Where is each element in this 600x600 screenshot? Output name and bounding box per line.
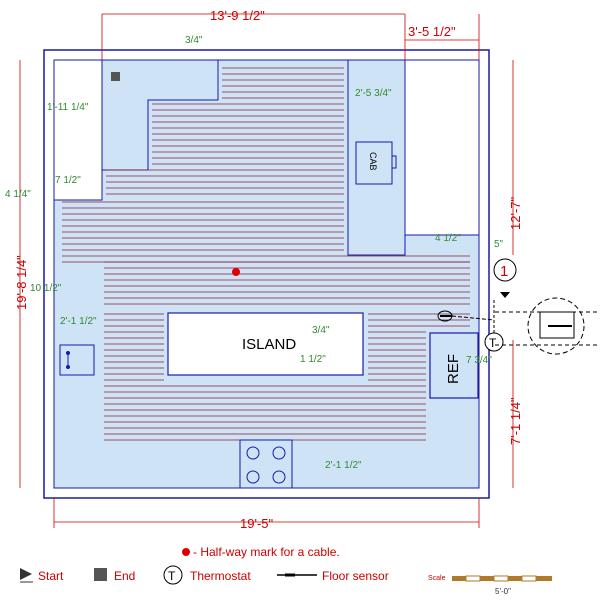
sink-outline xyxy=(59,344,95,376)
dim-top-right: 3'-5 1/2" xyxy=(408,24,456,39)
note-10: 3/4" xyxy=(312,325,330,336)
island-label: ISLAND xyxy=(242,336,296,353)
note-11: 1 1/2" xyxy=(300,354,326,365)
stove xyxy=(239,439,293,489)
note-1: 3/4" xyxy=(185,35,203,46)
dim-right-top: 12'-7" xyxy=(508,196,523,230)
cabinet-label: CAB xyxy=(368,152,378,171)
heating-cable xyxy=(62,67,470,441)
note-13: 2'-1 1/2" xyxy=(325,460,362,471)
sensor-detail-callout xyxy=(495,297,598,355)
refrigerator-label: REF xyxy=(445,354,462,384)
dim-left-total: 19'-8 1/4" xyxy=(14,255,29,310)
note-4: 7 1/2" xyxy=(55,175,81,186)
scale-bar xyxy=(452,575,552,582)
note-3: 1'-11 1/4" xyxy=(47,102,89,113)
note-6: 4 1/2" xyxy=(435,233,461,244)
scale-label: Scale xyxy=(428,575,446,582)
end-icon xyxy=(94,568,107,581)
start-icon xyxy=(20,568,32,580)
thermostat-symbol: T xyxy=(489,336,497,350)
section-marker-number: 1 xyxy=(500,263,508,280)
legend-thermostat: Thermostat xyxy=(190,569,251,583)
scale-value: 5'-0" xyxy=(495,587,511,596)
legend-end: End xyxy=(114,569,135,583)
legend-thermostat-icon xyxy=(163,565,183,585)
island-outline xyxy=(167,312,364,376)
dim-top-main: 13'-9 1/2" xyxy=(210,8,265,23)
legend-halfway-dot xyxy=(182,548,190,556)
legend-floor-sensor: Floor sensor xyxy=(322,569,389,583)
dim-right-bottom: 7'-1 1/4" xyxy=(508,397,523,445)
section-marker-icon xyxy=(493,258,517,282)
dimension-lines xyxy=(19,13,514,528)
refrigerator-outline xyxy=(429,332,479,399)
note-2: 2'-5 3/4" xyxy=(355,88,392,99)
cabinet-handle xyxy=(391,155,397,169)
dim-bottom-total: 19'-5" xyxy=(240,516,274,531)
note-9: 2'-1 1/2" xyxy=(60,316,97,327)
note-12: 7 3/4" xyxy=(466,355,492,366)
note-5: 4 1/4" xyxy=(5,189,31,200)
legend-halfway: - Half-way mark for a cable. xyxy=(193,545,340,559)
legend-thermostat-symbol: T xyxy=(168,569,176,583)
note-7: 5" xyxy=(494,239,504,250)
legend-start: Start xyxy=(38,569,64,583)
note-8: 10 1/2" xyxy=(30,283,62,294)
cable-end-marker xyxy=(111,72,120,81)
halfway-mark xyxy=(232,268,240,276)
